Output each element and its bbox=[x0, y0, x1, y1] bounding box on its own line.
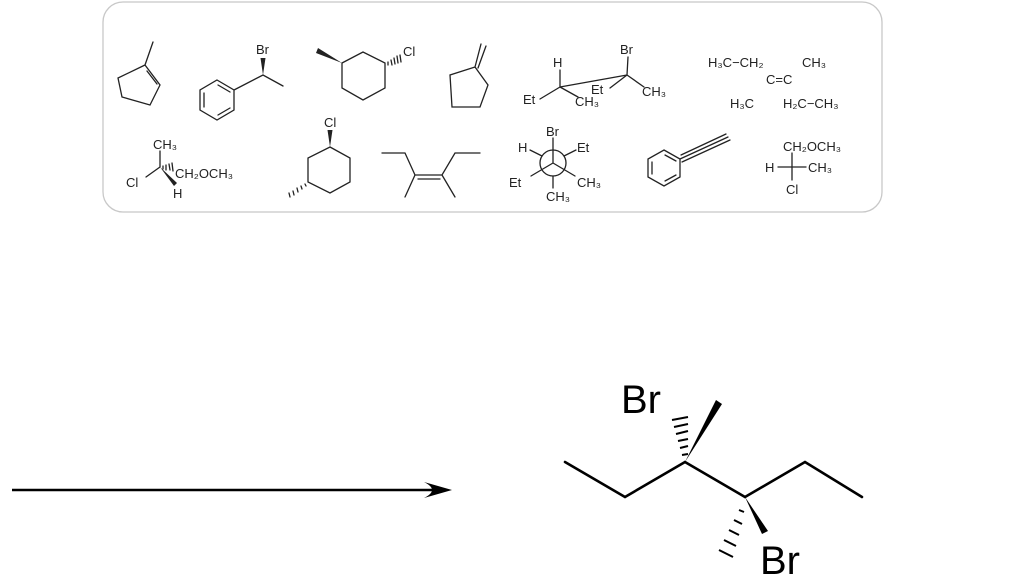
cl-label: Cl bbox=[126, 175, 138, 190]
br-label-bottom: Br bbox=[760, 539, 800, 577]
et-label: Et bbox=[509, 175, 522, 190]
br-label: Br bbox=[546, 124, 560, 139]
h-label: H bbox=[765, 160, 774, 175]
cl-label: Cl bbox=[324, 115, 336, 130]
br-label-top: Br bbox=[621, 378, 661, 422]
ch3-label: CH₃ bbox=[642, 84, 666, 99]
molecule-alkene-formula[interactable]: H₃C−CH₂ CH₃ C=C H₃C H₂C−CH₃ bbox=[708, 55, 839, 111]
h-label: H bbox=[173, 186, 182, 201]
h-label: H bbox=[518, 140, 527, 155]
ch3-label: CH₃ bbox=[577, 175, 601, 190]
molecule-chloromethylcyclohexane[interactable]: Cl bbox=[316, 44, 415, 101]
molecule-fischer-projection[interactable]: CH₂OCH₃ H CH₃ Cl bbox=[765, 139, 841, 197]
cl-label: Cl bbox=[403, 44, 415, 59]
molecule-tetrasubstituted-alkene[interactable] bbox=[381, 152, 481, 198]
ch3-label: CH₃ bbox=[546, 189, 570, 204]
ch3-label: CH₃ bbox=[575, 94, 599, 109]
product-dibromide[interactable]: Br Br bbox=[563, 378, 864, 577]
molecule-chloromethylcyclohexane-2[interactable]: Cl bbox=[288, 115, 351, 198]
reaction-arrow bbox=[12, 482, 452, 498]
et-label: Et bbox=[591, 82, 604, 97]
molecule-sawhorse[interactable]: H Et CH₃ Br Et CH₃ bbox=[523, 42, 666, 109]
h3c-ch2-label: H₃C−CH₂ bbox=[708, 55, 764, 70]
et-label: Et bbox=[577, 140, 590, 155]
molecule-bromoethylbenzene[interactable]: Br bbox=[199, 42, 284, 121]
ch3-label: CH₃ bbox=[802, 55, 826, 70]
ch2och3-label: CH₂OCH₃ bbox=[783, 139, 841, 154]
h-label: H bbox=[553, 55, 562, 70]
c-equals-c-label: C=C bbox=[766, 72, 792, 87]
ch3-label: CH₃ bbox=[808, 160, 832, 175]
ch2och3-label: CH₂OCH₃ bbox=[175, 166, 233, 181]
h3c-label: H₃C bbox=[730, 96, 754, 111]
molecule-phenylacetylene[interactable] bbox=[647, 133, 731, 187]
et-label: Et bbox=[523, 92, 536, 107]
molecule-newman-projection[interactable]: Br H Et Et CH₃ CH₃ bbox=[509, 124, 601, 204]
molecule-chloro-methoxy[interactable]: CH₃ Cl CH₂OCH₃ H bbox=[126, 137, 233, 201]
br-label: Br bbox=[620, 42, 634, 57]
h2c-ch3-label: H₂C−CH₃ bbox=[783, 96, 839, 111]
cl-label: Cl bbox=[786, 182, 798, 197]
br-label: Br bbox=[256, 42, 270, 57]
molecule-methylcyclopentene[interactable] bbox=[117, 41, 161, 106]
ch3-label: CH₃ bbox=[153, 137, 177, 152]
molecule-methylenecyclopentane[interactable] bbox=[449, 43, 489, 108]
